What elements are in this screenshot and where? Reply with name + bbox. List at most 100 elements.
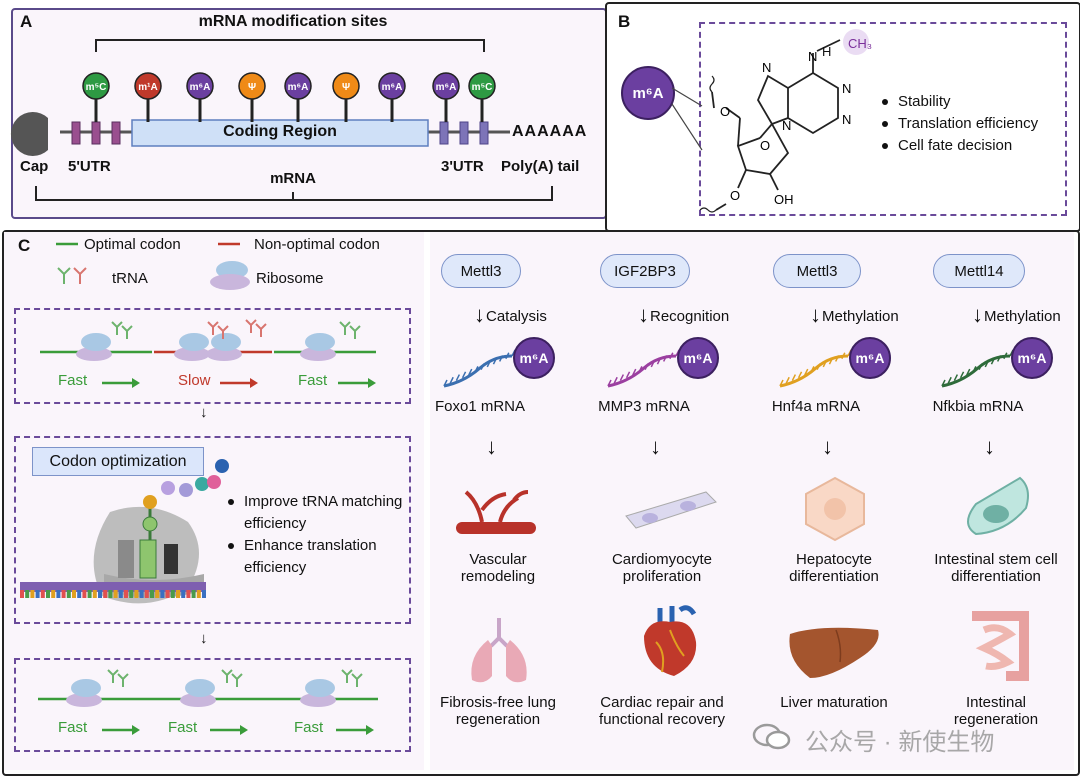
down-arrow-2: ↓ [200,630,208,647]
ribosome-subunit [206,347,242,361]
trna-icon [221,669,243,687]
mrna-strand: m⁶A [941,337,1053,388]
ribosome-icon [185,679,215,697]
down-arrow: ↓ [638,302,649,327]
nucleotide [20,590,24,598]
enzyme-label: Mettl14 [954,262,1004,280]
panel-c-letter: C [18,236,31,255]
mod-site-label: m⁵C [472,82,493,93]
mrna-strand: m⁶A [779,337,891,388]
arrow-head [132,378,140,388]
nucleotide [56,590,61,598]
translation-before-box [14,308,411,404]
arrow-head [132,725,140,735]
polya-label: Poly(A) tail [501,158,580,175]
legend-ribosome: Ribosome [256,270,324,287]
ribosome-subunit [174,347,210,361]
down-arrow: ↓ [650,434,661,459]
speed-top-3: Fast [298,372,328,389]
trna-icon [111,321,133,339]
cap-label: Cap [20,158,49,175]
translation-after-box [14,658,411,752]
target-mrna-label: MMP3 mRNA [598,398,690,415]
mod-site-label: m⁶A [436,82,457,93]
m6a-structure: CH₃ N N N N N O O O OH [671,29,872,213]
utr5-label: 5'UTR [68,158,111,175]
legend-trna: tRNA [112,270,148,287]
down-arrow: ↓ [984,434,995,459]
mod-site-marker [82,72,110,100]
watermark: 公众号 · 新使生物 [805,729,995,756]
nucleotide [40,590,45,598]
nucleotide [155,590,160,598]
ribosome-subunit [300,347,336,361]
cardiomyocyte-illustration [625,491,717,529]
enzyme-label: Mettl3 [796,262,838,280]
ch3-label: CH₃ [848,36,872,51]
coding-region-label: Coding Region [223,123,337,140]
svg-text:O: O [730,188,740,203]
ribosome-subunit [300,693,336,707]
nucleotide [170,590,175,598]
codon-optimization-box [14,436,411,624]
target-mrna-label: Hnf4a mRNA [771,398,861,415]
enzyme-pill: Mettl3 [773,254,861,288]
wechat-icon [752,722,792,750]
down-arrow: ↓ [972,302,983,327]
cell-effect-label: Cardiomyocyte proliferation [611,551,713,585]
nucleotide [72,590,76,598]
ribosome-icon [179,333,209,351]
mod-site-label: Ψ [248,82,256,93]
effect-cell-fate: Cell fate decision [880,135,1038,157]
down-arrow: ↓ [822,434,833,459]
tissue-outcome-label: Liver maturation [780,694,888,711]
nucleotide [103,590,108,598]
trna-icon [107,669,129,687]
nucleotide [108,590,113,598]
panel-c-left-bg [4,232,424,770]
ribosome-subunit [66,693,102,707]
legend-optimal: Optimal codon [84,236,181,253]
svg-text:N: N [782,118,791,133]
mrna-label: mRNA [270,170,316,187]
action-label: Catalysis [486,308,547,325]
mrna-backbone [607,354,677,388]
nucleotide [150,590,154,598]
speed-bottom-1: Fast [58,719,88,736]
enzyme-pill: Mettl14 [933,254,1025,288]
panel-b-dashed-box [699,22,1067,216]
speed-bottom-3: Fast [294,719,324,736]
mod-site-label: m⁶A [190,82,211,93]
mod-site-label: m⁶A [382,82,403,93]
translation-after-diagram [38,669,378,735]
nucleotide [129,590,134,598]
nucleotide [186,590,191,598]
mrna-backbone [443,354,513,388]
mod-site-marker [134,72,162,100]
stem-cell-illustration [967,476,1029,536]
mod-site-label: m¹A [138,82,157,93]
effect-stability: Stability [880,91,1038,113]
down-arrow-1: ↓ [200,404,208,421]
mod-site-marker [432,72,460,100]
svg-text:O: O [760,138,770,153]
amine-h: H [822,44,832,59]
nucleotide [87,590,92,598]
nucleotide [51,590,56,598]
nucleotide [165,590,170,598]
cell-effect-label: Intestinal stem cell differentiation [934,551,1058,585]
ribosome-icon [305,333,335,351]
nucleotide [118,590,123,598]
nucleotide [61,590,66,598]
mod-site-label: Ψ [342,82,350,93]
mrna-backbone [941,354,1011,388]
nucleotide [181,590,186,598]
action-label: Recognition [650,308,730,325]
nucleotide [113,590,118,598]
arrow-head [366,725,374,735]
enzyme-pill: IGF2BP3 [600,254,690,288]
nucleotide [30,590,35,598]
trna-icon [245,319,267,337]
translation-before-diagram [40,319,376,388]
